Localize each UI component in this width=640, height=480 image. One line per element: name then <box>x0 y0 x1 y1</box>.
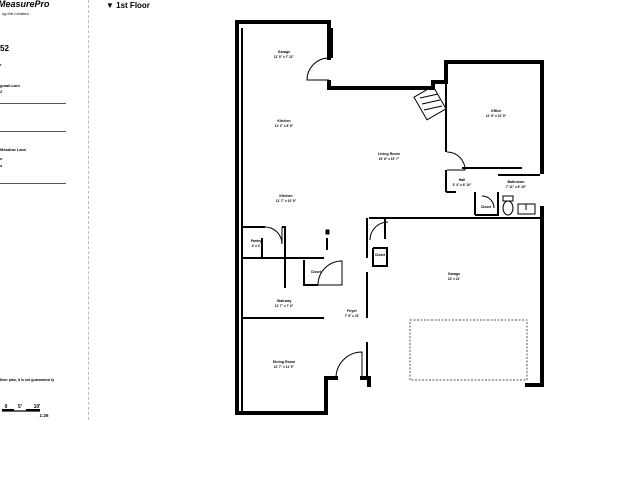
disclaimer-text: floor plan, it is not guaranteed ty <box>0 378 55 382</box>
room-name: Closet <box>375 253 386 257</box>
room-dims: 11' 7" x 11' 9" <box>274 365 295 369</box>
room-name: Closet <box>311 270 322 274</box>
room-dims: 11' 2" x 8' 6" <box>275 124 294 128</box>
address-line: s <box>0 163 3 168</box>
room-labels: Garage 11' 5" x 7' 11" Kitchen 11' 2" x … <box>251 50 527 369</box>
room-name: Living Room <box>378 152 400 156</box>
room-dims: 3' 4" x 6' 10" <box>453 183 472 187</box>
divider <box>0 131 66 132</box>
room-name: Office <box>491 109 501 113</box>
room-dims: 7' 5" x 21' <box>345 314 360 318</box>
room-dims: 22' x 21' <box>448 277 460 281</box>
garage-door <box>409 319 528 381</box>
room-dims: 7' 11" x 6' 10" <box>506 185 527 189</box>
room-dims: 11' 5" x 10' 9" <box>486 114 507 118</box>
room-name: Pantry <box>251 239 262 243</box>
room-name: Closet <box>481 205 492 209</box>
room-name: Garage <box>278 50 290 54</box>
door-swings <box>264 57 495 379</box>
brand-tagline: ng the Lenders <box>2 11 29 16</box>
address-line: n <box>0 156 3 161</box>
scale-tick-0: 0 <box>5 404 8 410</box>
scale-bar: 0 5' 10' 1:26 <box>2 404 49 418</box>
fixtures <box>325 85 536 381</box>
brand-name: MeasurePro <box>0 0 50 9</box>
room-name: Kitchen <box>279 194 292 198</box>
info-sidebar: MeasurePro ng the Lenders 52 r gmail.com… <box>0 0 89 420</box>
stairs-icon <box>413 85 447 121</box>
exterior-walls <box>235 20 544 415</box>
room-name: Stairway <box>277 299 292 303</box>
contact-line: 2 <box>0 89 3 94</box>
floor-label[interactable]: ▼ 1st Floor <box>106 1 150 10</box>
room-name: Hall <box>459 178 466 182</box>
contact-line: r <box>0 62 2 67</box>
room-dims: 4' x 4' <box>252 244 261 248</box>
room-dims: 11' 7" x 10' 9" <box>276 199 297 203</box>
scale-tick-10: 10' <box>34 404 41 410</box>
room-name: Garage <box>448 272 460 276</box>
room-name: Bathroom <box>508 180 525 184</box>
scale-ratio: 1:26 <box>39 413 49 418</box>
room-name: Kitchen <box>277 119 290 123</box>
scale-tick-5: 5' <box>18 404 22 410</box>
room-name: Foyer <box>347 309 357 313</box>
room-name: Dining Room <box>273 360 295 364</box>
room-dims: 19' 6" x 19' 7" <box>379 157 400 161</box>
room-dims: 11' 5" x 7' 11" <box>274 55 295 59</box>
order-number: 52 <box>0 44 9 53</box>
divider <box>0 183 66 184</box>
room-dims: 11' 7" x 7' 6" <box>275 304 294 308</box>
divider <box>0 103 66 104</box>
address-street: Meadow Lane <box>0 147 27 152</box>
toilet-tank-icon <box>502 195 514 202</box>
fixture-marker <box>325 229 330 235</box>
interior-walls <box>241 28 542 412</box>
toilet-icon <box>502 200 514 216</box>
contact-email: gmail.com <box>0 83 20 88</box>
